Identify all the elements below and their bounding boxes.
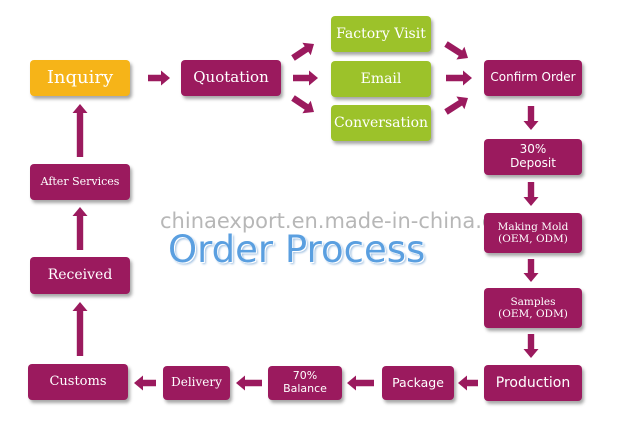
step-after-services: After Services — [30, 164, 130, 200]
arrow-email-to-confirm-order — [446, 70, 472, 86]
step-received-label: Received — [47, 267, 113, 284]
step-received: Received — [30, 257, 130, 294]
step-making-mold: Making Mold (OEM, ODM) — [484, 213, 582, 253]
step-samples: Samples (OEM, ODM) — [484, 288, 582, 328]
arrow-delivery-to-customs — [134, 375, 156, 391]
step-confirm-order-label: Confirm Order — [490, 70, 576, 85]
step-customs: Customs — [28, 364, 128, 400]
step-quotation-label: Quotation — [193, 68, 269, 87]
step-factory-visit-label: Factory Visit — [336, 25, 426, 42]
step-delivery: Delivery — [163, 366, 230, 400]
step-deposit: 30% Deposit — [484, 139, 582, 175]
arrow-conversation-to-confirm-order — [444, 96, 468, 115]
step-delivery-label: Delivery — [171, 375, 222, 390]
step-conversation: Conversation — [331, 105, 431, 141]
step-email: Email — [331, 61, 431, 97]
step-making-mold-label: Making Mold (OEM, ODM) — [497, 220, 569, 245]
arrow-quotation-to-email — [293, 70, 318, 86]
step-package: Package — [382, 366, 454, 400]
arrow-balance-to-delivery — [236, 375, 262, 391]
arrow-making-mold-to-samples — [523, 259, 539, 282]
step-conversation-label: Conversation — [333, 114, 429, 131]
arrow-quotation-to-factory-visit — [291, 42, 314, 61]
step-deposit-label: 30% Deposit — [510, 142, 556, 170]
step-email-label: Email — [360, 70, 402, 87]
step-after-services-label: After Services — [40, 174, 120, 188]
step-package-label: Package — [392, 374, 444, 390]
arrow-received-to-after-services — [72, 207, 88, 250]
step-inquiry-label: Inquiry — [46, 66, 114, 88]
arrow-package-to-balance — [347, 375, 374, 391]
arrow-factory-visit-to-confirm-order — [444, 41, 468, 60]
arrow-customs-to-received — [72, 302, 88, 356]
arrow-quotation-to-conversation — [291, 95, 314, 114]
arrow-production-to-package — [458, 375, 478, 391]
step-customs-label: Customs — [49, 373, 107, 389]
step-confirm-order: Confirm Order — [484, 60, 582, 96]
arrow-inquiry-to-quotation — [148, 70, 170, 86]
page-title: Order Process — [168, 228, 426, 271]
step-production: Production — [484, 365, 582, 401]
arrow-confirm-order-to-deposit — [523, 106, 539, 130]
step-production-label: Production — [495, 374, 571, 391]
step-inquiry: Inquiry — [30, 60, 130, 96]
step-balance-label: 70% Balance — [283, 369, 327, 395]
arrow-samples-to-production — [523, 334, 539, 358]
arrow-after-services-to-inquiry — [72, 104, 88, 157]
arrow-deposit-to-making-mold — [523, 182, 539, 206]
step-samples-label: Samples (OEM, ODM) — [498, 295, 568, 320]
watermark: chinaexport.en.made-in-china.com — [160, 209, 527, 233]
step-factory-visit: Factory Visit — [331, 16, 431, 52]
step-quotation: Quotation — [181, 60, 281, 96]
step-balance: 70% Balance — [268, 366, 342, 400]
